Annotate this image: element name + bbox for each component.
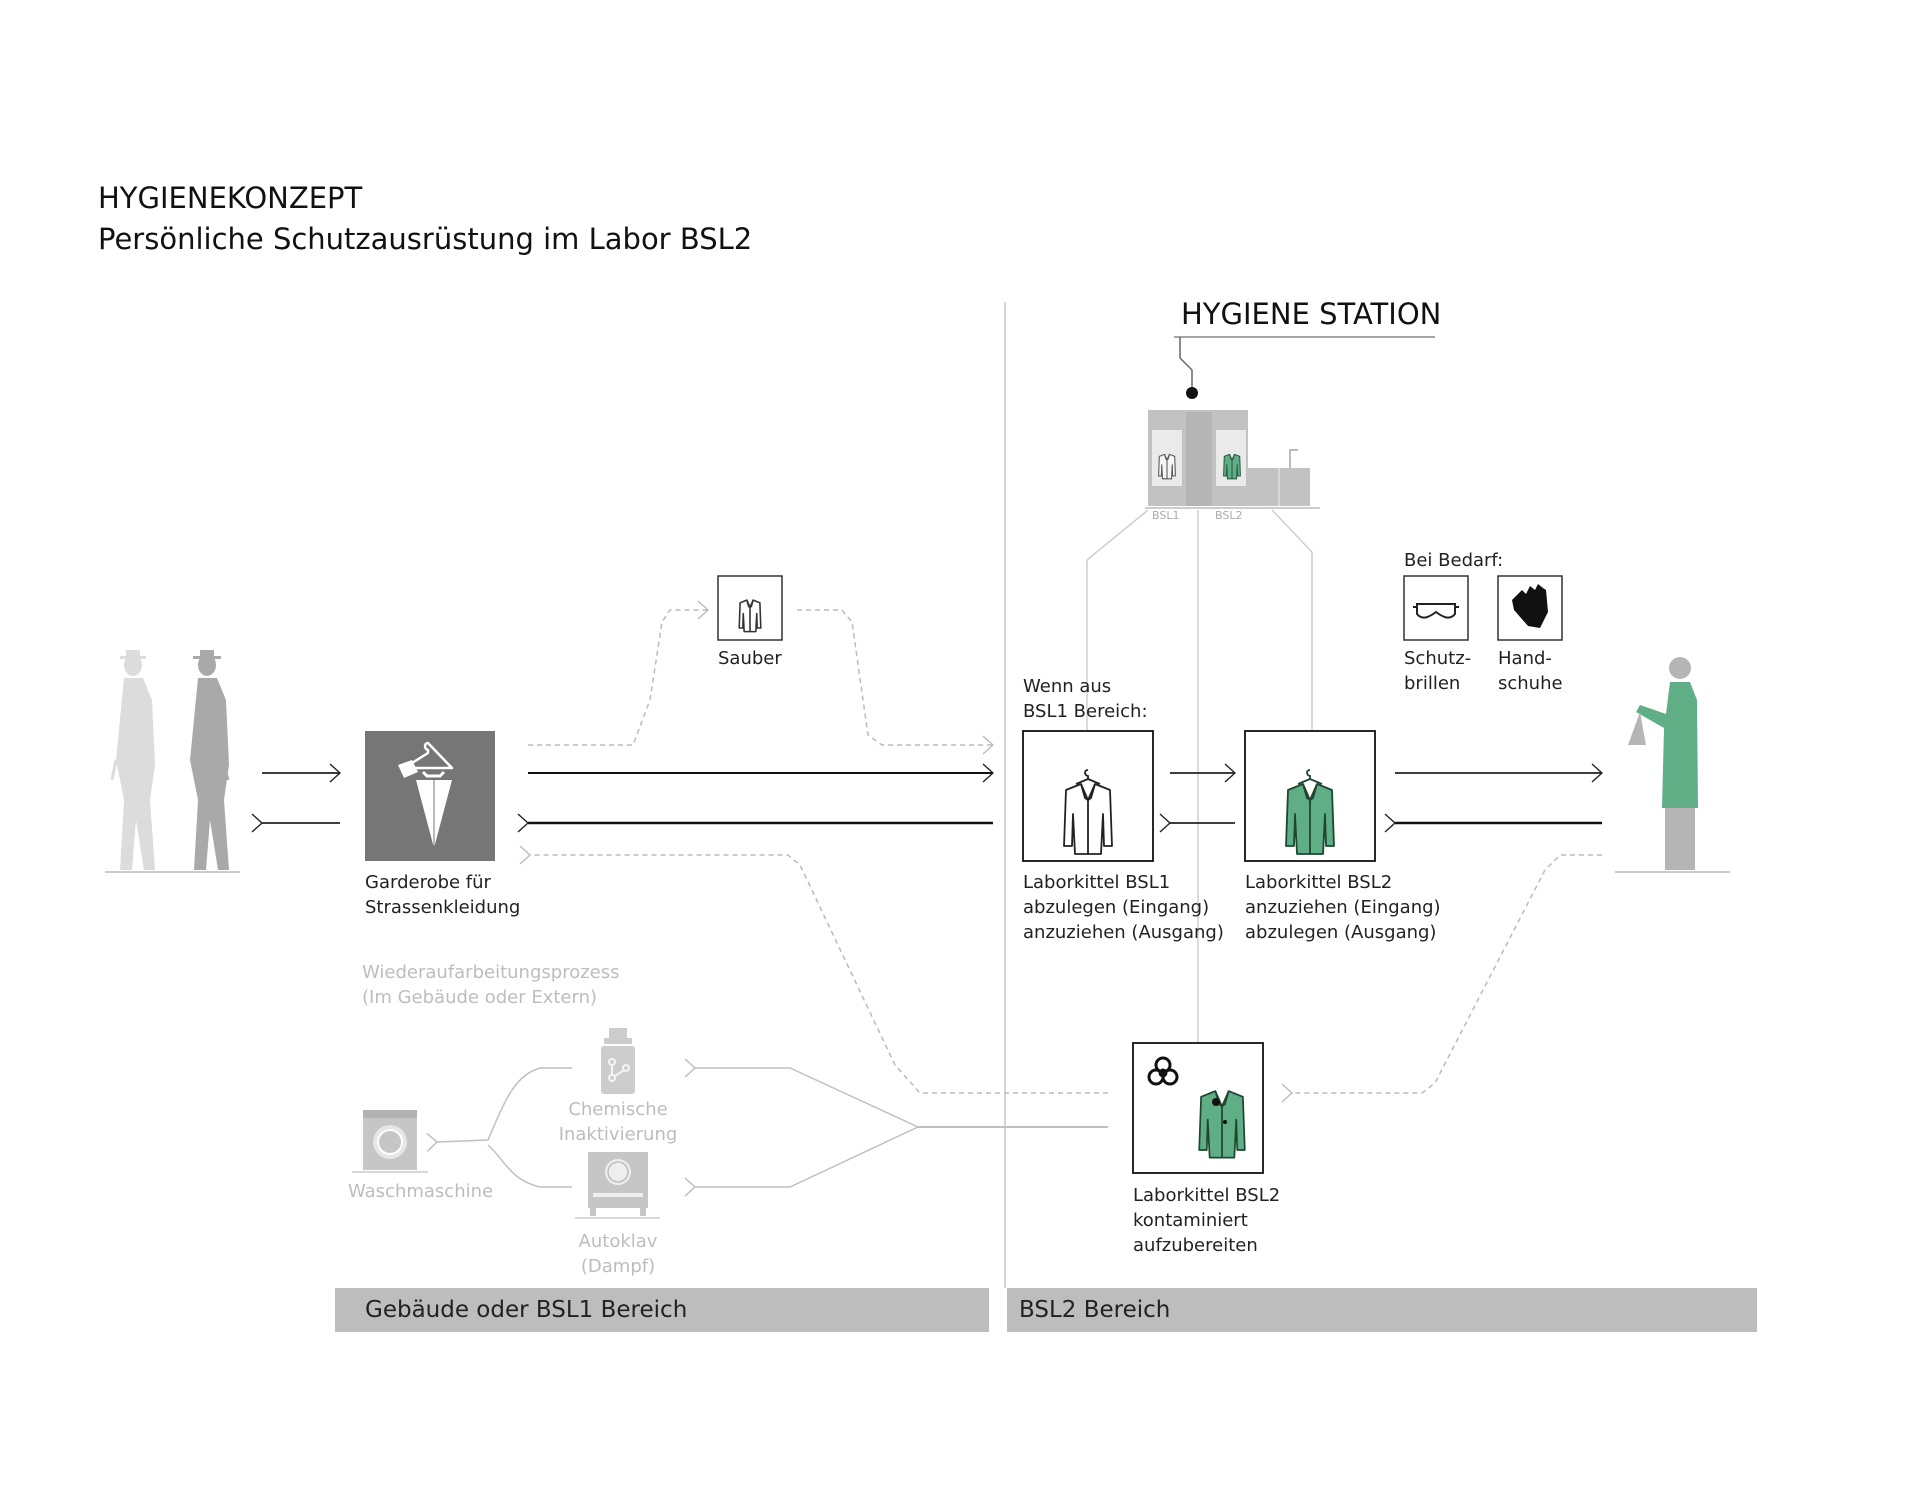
clean-coat-icon bbox=[717, 575, 783, 641]
bei-bedarf-label: Bei Bedarf: bbox=[1404, 550, 1504, 571]
waschmaschine-label: Waschmaschine bbox=[348, 1181, 494, 1202]
wenn-aus-label-line2: BSL1 Bereich: bbox=[1023, 701, 1148, 722]
station-pointer bbox=[1174, 336, 1435, 399]
area-bar-left-label: Gebäude oder BSL1 Bereich bbox=[365, 1297, 688, 1323]
person-icon bbox=[110, 650, 155, 870]
gloves-icon bbox=[1497, 575, 1563, 641]
person-icon bbox=[1628, 657, 1698, 870]
reprocessing-heading-line2: (Im Gebäude oder Extern) bbox=[362, 987, 598, 1008]
flow-arrows bbox=[262, 610, 1602, 1187]
sauber-label: Sauber bbox=[718, 648, 782, 669]
page-subtitle: Persönliche Schutzausrüstung im Labor BS… bbox=[98, 222, 753, 256]
handschuhe-label-line1: Hand- bbox=[1498, 648, 1552, 669]
kittel-bsl1-label-line1: Laborkittel BSL1 bbox=[1023, 872, 1171, 893]
area-bar-right: BSL2 Bereich bbox=[1007, 1288, 1757, 1332]
cabinet-icon bbox=[1145, 410, 1320, 509]
page-title: HYGIENEKONZEPT bbox=[98, 181, 363, 215]
garderobe-label-line2: Strassenkleidung bbox=[365, 897, 521, 918]
kittel-bsl2-label-line1: Laborkittel BSL2 bbox=[1245, 872, 1393, 893]
washing-machine-icon bbox=[352, 1110, 428, 1173]
station-label-bsl1: BSL1 bbox=[1152, 509, 1180, 522]
autoklav-label-line1: Autoklav bbox=[578, 1231, 658, 1252]
station-label-bsl2: BSL2 bbox=[1215, 509, 1243, 522]
kittel-bsl2-label-line3: abzulegen (Ausgang) bbox=[1245, 922, 1437, 943]
reprocessing-heading-line1: Wiederaufarbeitungsprozess bbox=[362, 962, 620, 983]
biohazard-icon bbox=[1132, 1042, 1264, 1174]
lab-coat-icon bbox=[1244, 730, 1376, 862]
area-bar-left: Gebäude oder BSL1 Bereich bbox=[335, 1288, 989, 1332]
lab-coat-icon bbox=[1022, 730, 1154, 862]
schutzbrillen-label-line2: brillen bbox=[1404, 673, 1461, 694]
station-connector-lines bbox=[1086, 509, 1313, 1043]
person-icon bbox=[190, 650, 230, 870]
station-title: HYGIENE STATION bbox=[1181, 297, 1442, 331]
autoklav-label-line2: (Dampf) bbox=[580, 1256, 656, 1277]
coat-hanger-umbrella-icon bbox=[365, 731, 495, 861]
chemisch-label-line1: Chemische bbox=[568, 1099, 668, 1120]
goggles-icon bbox=[1403, 575, 1469, 641]
kontaminiert-label-line1: Laborkittel BSL2 bbox=[1133, 1185, 1281, 1206]
area-bar-right-label: BSL2 Bereich bbox=[1019, 1297, 1171, 1323]
autoclave-icon bbox=[575, 1152, 660, 1219]
kittel-bsl2-label-line2: anzuziehen (Eingang) bbox=[1245, 897, 1441, 918]
garderobe-label-line1: Garderobe für bbox=[365, 872, 491, 893]
schutzbrillen-label-line1: Schutz- bbox=[1404, 648, 1472, 669]
handschuhe-label-line2: schuhe bbox=[1498, 673, 1563, 694]
kontaminiert-label-line3: aufzubereiten bbox=[1133, 1235, 1258, 1256]
kittel-bsl1-label-line3: anzuziehen (Ausgang) bbox=[1023, 922, 1224, 943]
kontaminiert-label-line2: kontaminiert bbox=[1133, 1210, 1248, 1231]
chemisch-label-line2: Inaktivierung bbox=[558, 1124, 678, 1145]
wenn-aus-label-line1: Wenn aus bbox=[1023, 676, 1112, 697]
bottle-icon bbox=[601, 1028, 635, 1094]
kittel-bsl1-label-line2: abzulegen (Eingang) bbox=[1023, 897, 1210, 918]
